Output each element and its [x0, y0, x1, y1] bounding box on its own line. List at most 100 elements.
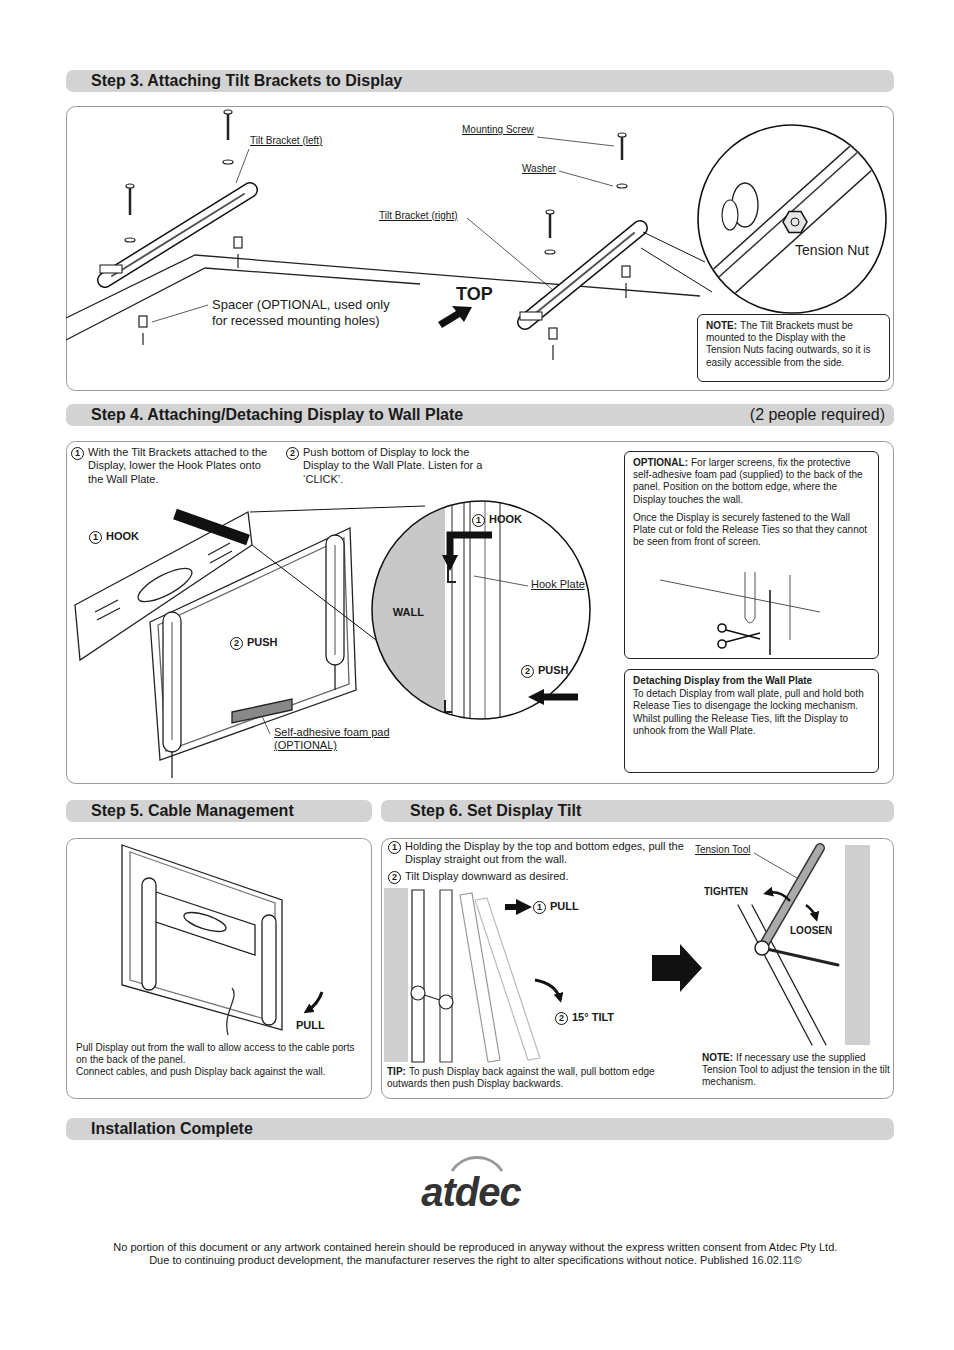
spacer	[625, 283, 626, 298]
tension-detail	[722, 200, 738, 230]
spacer	[237, 254, 238, 268]
release-tie-detail	[745, 618, 755, 623]
callout-number: 2	[555, 1012, 568, 1025]
instruction-text: Push bottom of Display to lock the Displ…	[303, 446, 483, 486]
washer	[223, 160, 233, 164]
action-label: TIGHTEN	[704, 886, 748, 897]
action-label: 1HOOK	[89, 530, 169, 544]
action-label: PUSH	[538, 664, 569, 676]
loosen-arrow	[806, 905, 816, 918]
scissors-symbol	[726, 633, 760, 642]
section-title: Step 4. Attaching/Detaching Display to W…	[91, 406, 463, 424]
washer	[617, 184, 627, 188]
next-arrow	[652, 944, 702, 992]
mounting-screw	[126, 110, 626, 238]
callout-number: 1	[89, 531, 102, 544]
display-panel	[475, 898, 540, 1060]
leader-line	[537, 137, 614, 146]
display-panel	[122, 845, 282, 1030]
instruction-text: Pull Display out from the wall to allow …	[76, 1042, 368, 1079]
callout-number: 1	[388, 841, 401, 854]
scissors-symbol	[718, 624, 726, 632]
wall	[845, 845, 870, 1045]
instruction-text: Holding the Display by the top and botto…	[405, 840, 685, 867]
part-label: Tension Nut	[795, 242, 869, 259]
pull-arrow	[307, 992, 322, 1011]
hook-detail	[448, 566, 456, 582]
part-label: Mounting Screw	[462, 124, 534, 135]
detail-lines	[643, 232, 705, 262]
wall-plate	[210, 551, 232, 563]
tension-detail	[783, 212, 807, 233]
note-text: NOTE:If necessary use the supplied Tensi…	[702, 1052, 892, 1089]
mounting-screw	[549, 214, 552, 238]
action-label: 1PULL	[533, 900, 603, 914]
note-box: NOTE:The Tilt Brackets must be mounted t…	[697, 314, 890, 382]
part-label: Self-adhesive foam pad (OPTIONAL)	[274, 726, 404, 753]
direction-arrow	[438, 306, 472, 328]
pull-arrow	[505, 904, 524, 910]
instruction-text: Tilt Display downward as desired.	[405, 870, 568, 883]
wall-label: WALL	[393, 606, 424, 618]
display-panel	[232, 699, 292, 723]
display-panel	[163, 612, 181, 752]
part-label: Tilt Bracket (right)	[379, 210, 458, 221]
display-panel	[150, 890, 255, 955]
footer-text: Due to continuing product development, t…	[5, 1254, 946, 1267]
wall-label: WALL	[389, 605, 431, 620]
instruction-text: Pull Display out from the wall to allow …	[76, 1042, 365, 1066]
part-label: Tension Tool	[695, 844, 750, 855]
brand-logo: atdec	[421, 1170, 521, 1214]
section-title: Installation Complete	[91, 1120, 253, 1138]
note-box: Detaching Display from the Wall PlateTo …	[624, 669, 879, 773]
action-label: PUSH	[247, 636, 278, 648]
display-panel	[182, 909, 228, 936]
tension-tool	[738, 848, 838, 1045]
section-header: Step 5. Cable Management	[66, 800, 372, 822]
section-panel	[382, 839, 894, 1099]
detail-lines	[250, 506, 425, 512]
action-label: 2PUSH	[521, 664, 591, 678]
tip-text: TIP:To push Display back against the wal…	[387, 1066, 679, 1090]
instruction-text: 1With the Tilt Brackets attached to the …	[71, 446, 276, 486]
release-tie-detail	[790, 575, 791, 640]
release-tie-detail	[660, 580, 820, 612]
part-label: Hook Plate	[531, 578, 591, 591]
scissors-symbol	[718, 640, 726, 648]
callout-number: 1	[71, 447, 84, 460]
leader-line	[474, 576, 528, 586]
leader-line	[754, 853, 797, 878]
hook-detail	[371, 500, 445, 720]
action-label: LOOSEN	[790, 925, 850, 937]
wall	[384, 888, 408, 1062]
display-panel	[130, 852, 275, 1022]
mounting-screw	[621, 137, 624, 160]
section-header: Installation Complete	[66, 1118, 894, 1140]
part-label: Spacer (OPTIONAL, used only for recessed…	[212, 297, 402, 329]
part-label: Tilt Bracket (right)	[379, 210, 494, 222]
section-title: Step 6. Set Display Tilt	[410, 802, 581, 820]
section-panel	[67, 839, 372, 1099]
magnifier-outline	[372, 501, 590, 719]
tilt-bracket	[531, 233, 634, 317]
instruction-text: 2Tilt Display downward as desired.	[388, 870, 688, 884]
callout-number: 1	[472, 514, 485, 527]
action-label: TIGHTEN	[704, 886, 764, 898]
detail-magnifier: Tension Nut	[697, 124, 887, 314]
tilt-bracket	[100, 265, 122, 273]
spacer	[139, 316, 147, 327]
section-title: Step 5. Cable Management	[91, 802, 294, 820]
note-text: Whilst pulling the Release Ties, lift th…	[633, 713, 870, 737]
instruction-text: 1 Holding the Display by the top and bott…	[388, 840, 688, 867]
section-subtitle: (2 people required)	[750, 406, 885, 424]
display-panel	[440, 890, 452, 1062]
display-panel	[171, 752, 172, 778]
part-label: Spacer (OPTIONAL, used only for recessed…	[212, 297, 390, 328]
action-label: 1HOOK	[472, 513, 547, 527]
hook-arrow	[450, 535, 492, 563]
tilt-bracket	[525, 228, 640, 322]
mounting-screw	[546, 210, 554, 214]
spacer	[234, 237, 242, 248]
spacer	[552, 345, 553, 360]
mounting-screw	[129, 188, 132, 215]
